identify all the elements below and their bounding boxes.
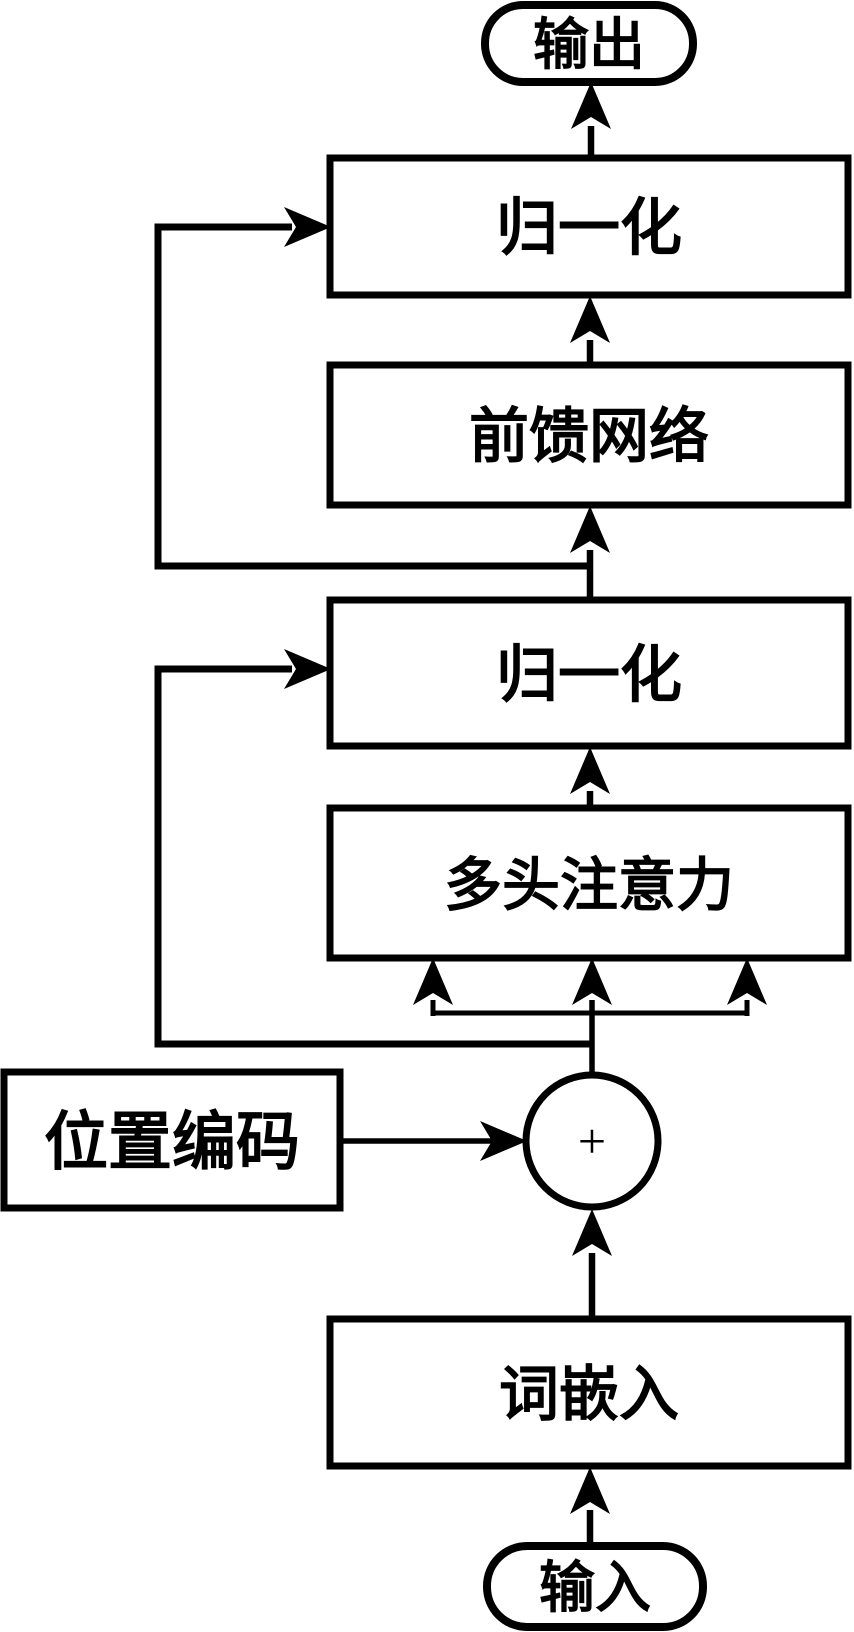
edge-mha-to-normbottom-arrowhead [570,747,610,794]
node-norm-bottom: 归一化 [326,596,852,750]
node-output-label: 输出 [533,15,645,77]
edge-input-to-embedding-arrowhead [570,1467,610,1514]
edge-normbottom-to-ffn-arrowhead [570,506,610,553]
node-ffn-shape [326,361,852,509]
edge-add-to-mha-left-arrowhead [413,958,453,1005]
node-output-shape [481,1,697,86]
node-input-label: 输入 [539,1558,651,1620]
edge-ffn-to-normtop-arrowhead [570,296,610,343]
edge-embedding-to-add-arrowhead [572,1209,612,1256]
node-add-label: + [578,1113,606,1169]
node-norm-bottom-shape [326,596,852,750]
node-mha-shape [326,804,852,962]
node-norm-top-shape [326,154,852,299]
node-ffn: 前馈网络 [326,361,852,509]
node-mha: 多头注意力 [326,804,852,962]
node-norm-top-label: 归一化 [496,194,682,263]
node-output: 输出 [481,1,697,86]
residual-skip-upper-line [154,223,590,570]
node-pos-enc: 位置编码 [0,1068,344,1212]
residual-skip-lower-line [154,665,592,1048]
node-embedding: 词嵌入 [326,1315,852,1470]
node-input: 输入 [483,1542,707,1631]
node-embedding-label: 词嵌入 [499,1362,679,1428]
node-pos-enc-label: 位置编码 [44,1107,300,1178]
node-ffn-label: 前馈网络 [469,404,709,470]
node-norm-top: 归一化 [326,154,852,299]
edge-normtop-to-output-arrowhead [571,82,611,129]
node-input-shape [483,1542,707,1631]
node-pos-enc-shape [0,1068,344,1212]
node-add-shape [522,1071,662,1211]
node-norm-bottom-label: 归一化 [496,641,682,710]
node-mha-label: 多头注意力 [444,853,734,918]
node-embedding-shape [326,1315,852,1470]
edge-add-to-mha-center-arrowhead [572,958,612,1005]
residual-skip-lower-arrowhead [284,649,331,689]
edge-add-to-mha-right-arrowhead [727,958,767,1005]
residual-skip-upper-arrowhead [284,207,331,247]
edge-posenc-to-add-arrowhead [480,1121,527,1161]
node-add: + [522,1071,662,1211]
